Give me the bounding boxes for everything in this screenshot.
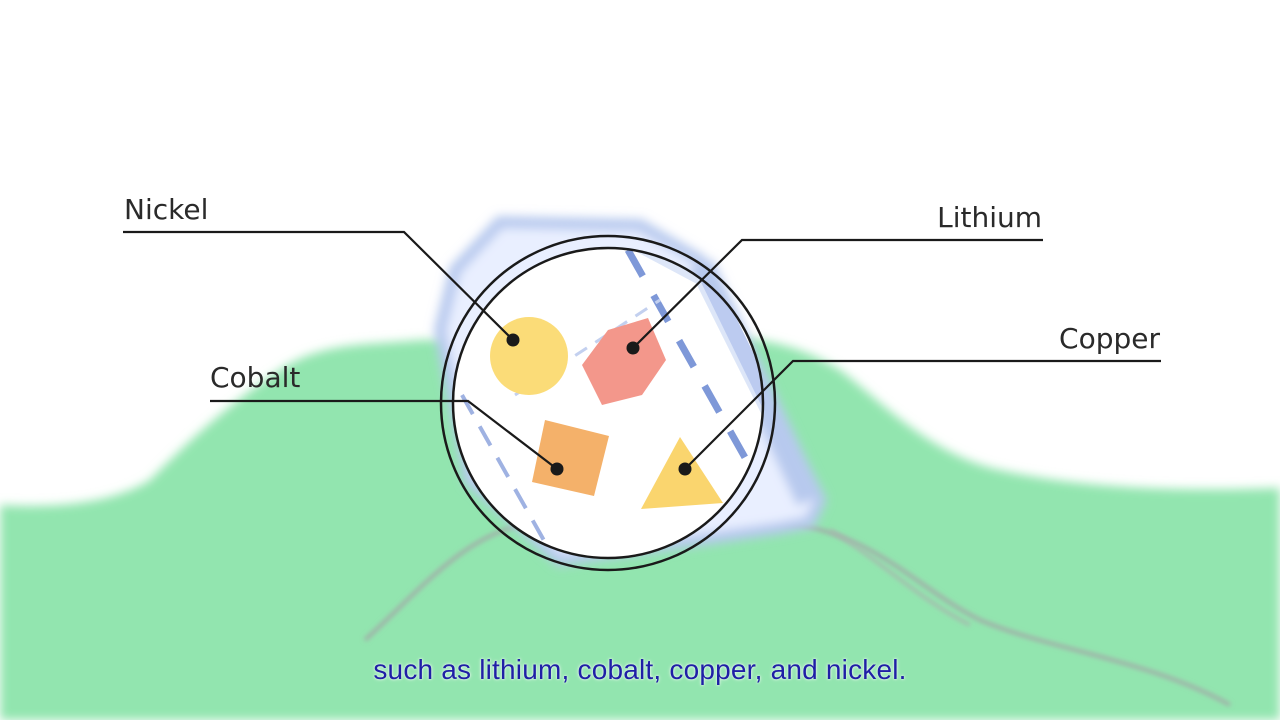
lithium-hexagon-shape <box>582 318 666 405</box>
lithium-leader-line <box>632 238 1043 349</box>
caption-subtitle: such as lithium, cobalt, copper, and nic… <box>373 654 907 685</box>
magnifier-lens-inner-ring <box>451 246 765 560</box>
copper-dot <box>678 462 692 476</box>
magnifier-lens-outer-ring <box>439 234 777 572</box>
battery-dash-line-right <box>624 248 756 472</box>
nickel-leader-line <box>123 230 514 341</box>
battery-dash-line-left <box>460 394 557 558</box>
label-lithium: Lithium <box>937 201 1042 234</box>
label-nickel: Nickel <box>124 193 208 226</box>
cobalt-dot <box>550 462 564 476</box>
label-cobalt: Cobalt <box>210 361 300 394</box>
cobalt-leader-line <box>210 399 558 470</box>
lithium-dot <box>626 341 640 355</box>
cobalt-square-shape <box>532 420 609 496</box>
road-line-right <box>829 528 971 627</box>
nickel-dot <box>506 333 520 347</box>
label-copper: Copper <box>1059 322 1160 355</box>
copper-leader-line <box>684 359 1161 470</box>
